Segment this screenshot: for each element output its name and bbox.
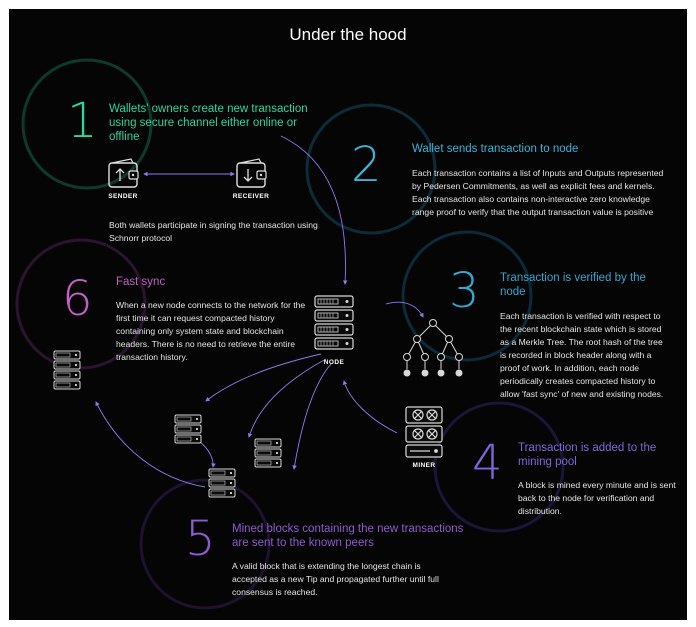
flow-arrows (95, 135, 424, 488)
ring-step-1 (21, 58, 153, 190)
step-6-heading: Fast sync (116, 276, 166, 288)
ring-step-4 (433, 401, 565, 533)
step-4-number: 4 (472, 435, 503, 491)
infographic: Under the hood 1 Wallets' owners create … (9, 9, 687, 620)
step-2-number: 2 (351, 137, 382, 193)
server-stack-icon (53, 350, 81, 390)
diagram-graphics (15, 58, 565, 610)
arrow-miner-to-node (342, 380, 398, 434)
node-label: NODE (323, 359, 345, 366)
step-5-number: 5 (185, 511, 216, 567)
arrow-node-to-peer-a (205, 353, 322, 402)
arrow-wallet-to-node (280, 135, 348, 285)
arrow-peer-to-peer (198, 440, 216, 468)
page-title: Under the hood (289, 25, 407, 44)
step-6-number: 6 (62, 271, 93, 327)
step-5-body: A valid block that is extending the long… (232, 561, 439, 597)
step-6-body: When a new node connects to the network … (116, 300, 306, 362)
step-2-body: Each transaction contains a list of Inpu… (412, 168, 664, 217)
step-rings (15, 58, 565, 610)
arrow-peer-to-new-node (95, 401, 206, 488)
step-1-number: 1 (67, 93, 98, 149)
ring-step-6 (15, 238, 147, 370)
arrow-node-to-peer-c (292, 363, 332, 470)
server-stack-icon (208, 468, 236, 498)
step-4-heading: Transaction is added to the mining pool (518, 442, 657, 468)
step-3-heading: Transaction is verified by the node (500, 272, 646, 298)
step-1-heading: Wallets' owners create new transaction u… (109, 103, 308, 143)
step-2-heading: Wallet sends transaction to node (412, 143, 579, 155)
ring-step-5 (139, 478, 271, 610)
ring-step-2 (305, 103, 437, 235)
server-stack-icon (254, 438, 282, 468)
server-stack-icon (174, 414, 202, 444)
step-5-heading: Mined blocks containing the new transact… (232, 523, 464, 549)
ring-step-3 (401, 230, 533, 362)
arrow-node-to-verify (385, 301, 424, 318)
receiver-label: RECEIVER (232, 193, 270, 200)
arrow-node-to-peer-b (247, 358, 327, 438)
step-4-body: A block is mined every minute and is sen… (518, 480, 676, 516)
server-stack-icon (314, 295, 354, 350)
step-1-body: Both wallets participate in signing the … (109, 220, 318, 243)
wallet-receive-icon (236, 158, 267, 188)
mining-rig-icon (405, 406, 443, 458)
wallet-send-icon (108, 158, 139, 188)
step-3-body: Each transaction is verified with respec… (500, 311, 664, 399)
step-3-number: 3 (449, 263, 480, 319)
merkle-tree-icon (403, 319, 463, 377)
sender-label: SENDER (108, 193, 138, 200)
miner-label: MINER (412, 462, 436, 469)
